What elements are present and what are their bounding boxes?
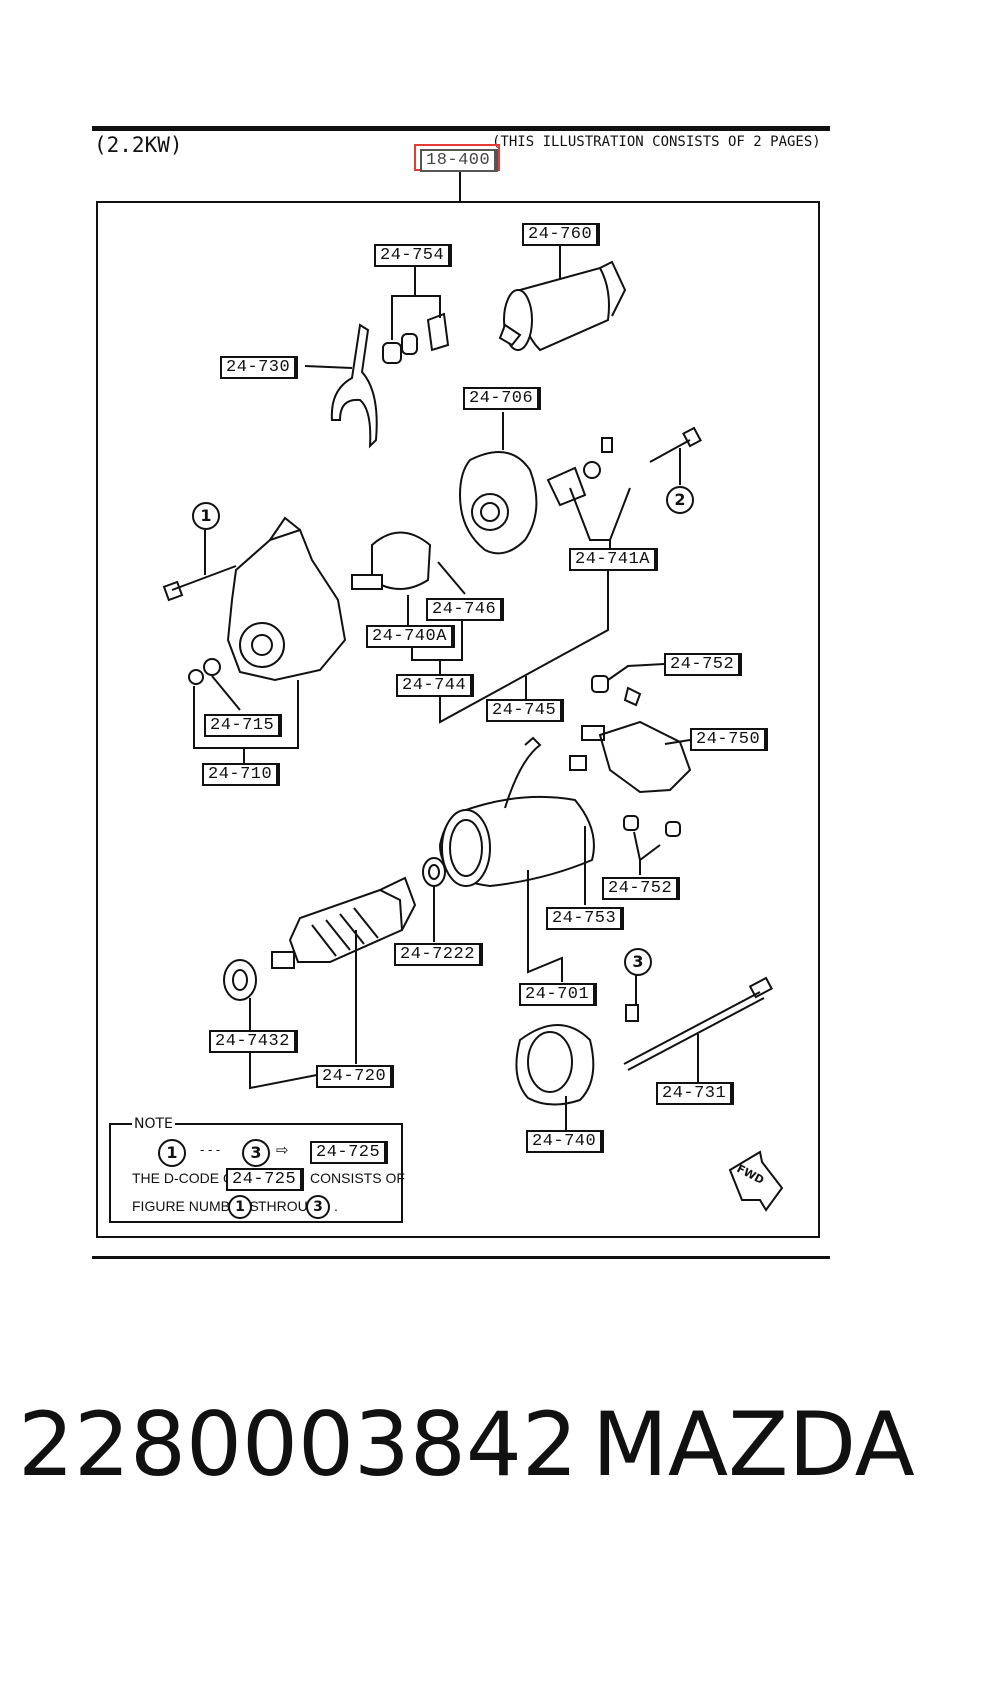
part-label-24-730[interactable]: 24-730 bbox=[220, 356, 299, 379]
part-label-24-710[interactable]: 24-710 bbox=[202, 763, 281, 786]
callout-2[interactable]: 2 bbox=[666, 486, 694, 514]
note-range-dots: - - - bbox=[200, 1142, 221, 1157]
solenoid-part bbox=[498, 244, 627, 352]
bolt-2-part bbox=[649, 426, 702, 485]
note-line2-code: 24-725 bbox=[226, 1168, 305, 1191]
callout-3[interactable]: 3 bbox=[624, 948, 652, 976]
part-label-24-720[interactable]: 24-720 bbox=[316, 1065, 395, 1088]
rear-cover-part bbox=[515, 1024, 595, 1130]
part-label-24-746[interactable]: 24-746 bbox=[426, 598, 505, 621]
armature-part bbox=[271, 876, 417, 1064]
bearing-7432-part bbox=[223, 959, 257, 1030]
note-line3-pre: FIGURE NUMBERS bbox=[132, 1198, 259, 1214]
note-box-frame bbox=[109, 1123, 403, 1223]
callout-1[interactable]: 1 bbox=[192, 502, 220, 530]
part-number: 2280003842 bbox=[18, 1393, 578, 1496]
pinion-clutch-part bbox=[351, 531, 466, 626]
diagram-frame bbox=[96, 201, 820, 1238]
note-arrow: ⇨ bbox=[276, 1141, 289, 1159]
brush-spring-part-b bbox=[623, 815, 681, 875]
part-label-24-760[interactable]: 24-760 bbox=[522, 223, 601, 246]
shift-lever-part bbox=[304, 323, 378, 449]
brush-holder-part bbox=[569, 720, 692, 794]
part-label-24-744[interactable]: 24-744 bbox=[396, 674, 475, 697]
part-label-24-715[interactable]: 24-715 bbox=[204, 714, 283, 737]
through-bolt-part bbox=[623, 976, 773, 1083]
fwd-arrow-icon bbox=[728, 1150, 784, 1212]
bottom-rule bbox=[92, 1256, 830, 1259]
part-label-24-7222[interactable]: 24-7222 bbox=[394, 943, 483, 966]
part-label-24-752-upper[interactable]: 24-752 bbox=[664, 653, 743, 676]
bearing-7222-part bbox=[422, 857, 446, 942]
note-line3-n3: 3 bbox=[306, 1195, 330, 1219]
part-label-24-731[interactable]: 24-731 bbox=[656, 1082, 735, 1105]
seal-kit-part bbox=[546, 437, 631, 548]
note-line3-n1: 1 bbox=[228, 1195, 252, 1219]
yoke-part bbox=[438, 736, 595, 982]
brush-spring-part-a bbox=[591, 663, 665, 707]
brand-name: MAZDA bbox=[592, 1393, 915, 1496]
part-label-24-706[interactable]: 24-706 bbox=[463, 387, 542, 410]
note-range-from: 1 bbox=[158, 1139, 186, 1167]
part-label-24-745[interactable]: 24-745 bbox=[486, 699, 565, 722]
drive-housing-part bbox=[188, 516, 347, 685]
part-label-24-740A[interactable]: 24-740A bbox=[366, 625, 455, 648]
note-line3-end: . bbox=[334, 1198, 338, 1214]
note-line2-pre: THE D-CODE OF bbox=[132, 1170, 243, 1186]
part-label-24-750[interactable]: 24-750 bbox=[690, 728, 769, 751]
part-label-24-741A[interactable]: 24-741A bbox=[569, 548, 658, 571]
spring-parts bbox=[382, 266, 450, 364]
part-label-24-752-lower[interactable]: 24-752 bbox=[602, 877, 681, 900]
rating-label: (2.2KW) bbox=[94, 133, 183, 157]
part-label-24-740[interactable]: 24-740 bbox=[526, 1130, 605, 1153]
illustration-note: (THIS ILLUSTRATION CONSISTS OF 2 PAGES) bbox=[492, 134, 821, 150]
note-range-to: 3 bbox=[242, 1139, 270, 1167]
page-code[interactable]: 18-400 bbox=[420, 149, 499, 172]
part-label-24-701[interactable]: 24-701 bbox=[519, 983, 598, 1006]
bolt-1-part bbox=[162, 530, 237, 602]
note-range-code: 24-725 bbox=[310, 1141, 389, 1164]
part-label-24-7432[interactable]: 24-7432 bbox=[209, 1030, 298, 1053]
top-rule bbox=[92, 126, 830, 131]
front-cover-part bbox=[458, 412, 538, 555]
note-line2-post: CONSISTS OF bbox=[310, 1170, 405, 1186]
part-label-24-753[interactable]: 24-753 bbox=[546, 907, 625, 930]
part-label-24-754[interactable]: 24-754 bbox=[374, 244, 453, 267]
screw-3-part bbox=[625, 974, 639, 1022]
note-heading: NOTE bbox=[132, 1116, 175, 1132]
